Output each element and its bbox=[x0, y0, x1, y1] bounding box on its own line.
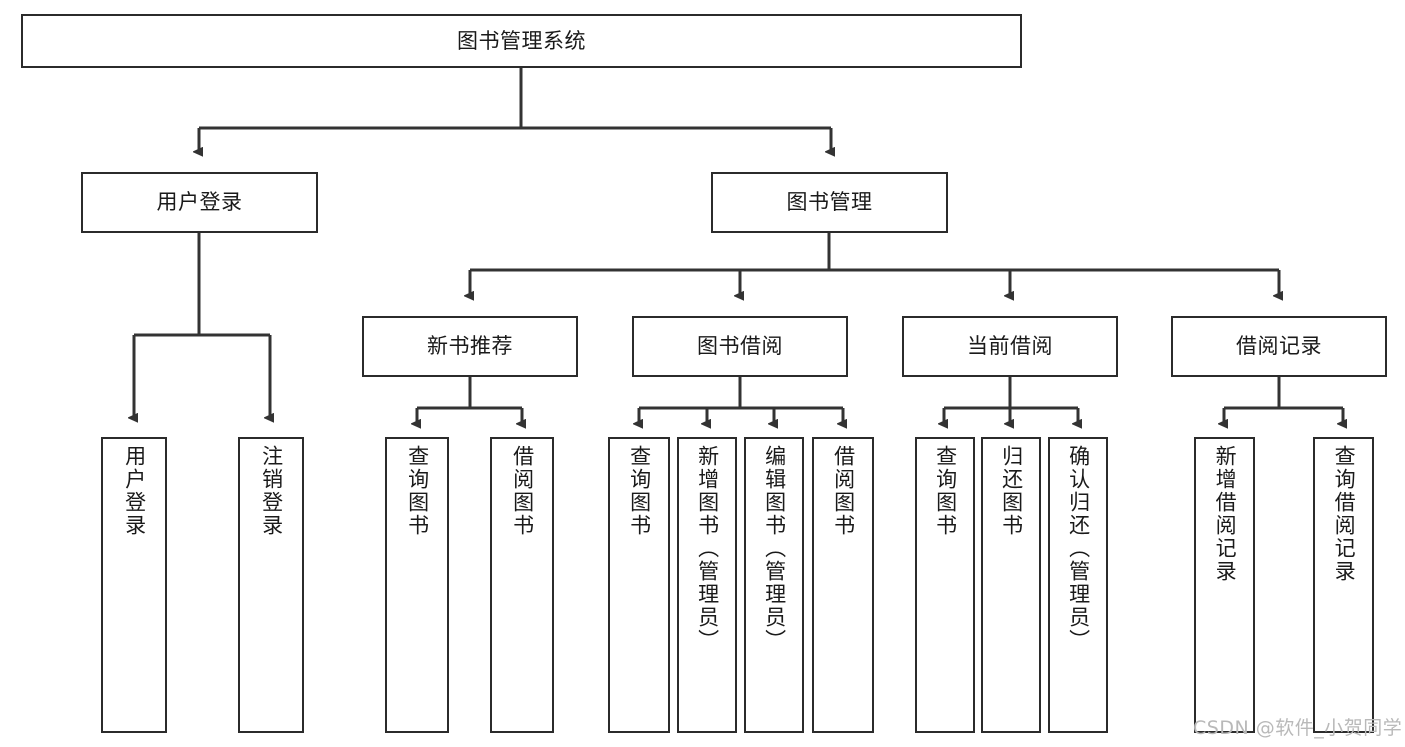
node-label: 图书管理系统 bbox=[457, 28, 586, 53]
node-root-system[interactable]: 图书管理系统 bbox=[21, 14, 1022, 68]
node-label: 借阅记录 bbox=[1236, 334, 1322, 359]
node-label: 图书管理 bbox=[786, 190, 873, 215]
leaf-query-book-borrow[interactable]: 查询图书 bbox=[608, 437, 670, 733]
node-book-borrow[interactable]: 图书借阅 bbox=[632, 316, 848, 377]
node-label: 编辑图书（管理员） bbox=[762, 445, 787, 652]
leaf-query-book-recommend[interactable]: 查询图书 bbox=[385, 437, 449, 733]
node-new-book-recommend[interactable]: 新书推荐 bbox=[362, 316, 578, 377]
node-label: 借阅图书 bbox=[510, 445, 535, 537]
node-borrow-record[interactable]: 借阅记录 bbox=[1171, 316, 1387, 377]
leaf-query-book-current[interactable]: 查询图书 bbox=[915, 437, 975, 733]
node-label: 图书借阅 bbox=[697, 334, 783, 359]
leaf-lend-book[interactable]: 借阅图书 bbox=[812, 437, 874, 733]
node-label: 新增图书（管理员） bbox=[695, 445, 720, 652]
leaf-confirm-return-admin[interactable]: 确认归还（管理员） bbox=[1048, 437, 1108, 733]
leaf-return-book[interactable]: 归还图书 bbox=[981, 437, 1041, 733]
node-label: 查询图书 bbox=[933, 445, 958, 537]
node-label: 新书推荐 bbox=[427, 334, 513, 359]
leaf-borrow-book-recommend[interactable]: 借阅图书 bbox=[490, 437, 554, 733]
node-label: 归还图书 bbox=[999, 445, 1024, 537]
node-user-login[interactable]: 用户登录 bbox=[81, 172, 318, 233]
leaf-add-book-admin[interactable]: 新增图书（管理员） bbox=[677, 437, 737, 733]
node-label: 查询图书 bbox=[405, 445, 430, 537]
node-label: 用户登录 bbox=[122, 445, 147, 537]
node-current-borrow[interactable]: 当前借阅 bbox=[902, 316, 1118, 377]
node-label: 用户登录 bbox=[156, 190, 243, 215]
node-label: 新增借阅记录 bbox=[1213, 445, 1238, 583]
node-label: 注销登录 bbox=[259, 445, 284, 537]
leaf-edit-book-admin[interactable]: 编辑图书（管理员） bbox=[744, 437, 804, 733]
node-label: 当前借阅 bbox=[967, 334, 1053, 359]
node-book-management[interactable]: 图书管理 bbox=[711, 172, 948, 233]
node-label: 借阅图书 bbox=[831, 445, 856, 537]
node-label: 确认归还（管理员） bbox=[1066, 445, 1091, 652]
leaf-user-logout[interactable]: 注销登录 bbox=[238, 437, 304, 733]
leaf-add-borrow-record[interactable]: 新增借阅记录 bbox=[1194, 437, 1255, 733]
leaf-query-borrow-record[interactable]: 查询借阅记录 bbox=[1313, 437, 1374, 733]
leaf-user-login[interactable]: 用户登录 bbox=[101, 437, 167, 733]
node-label: 查询借阅记录 bbox=[1332, 445, 1357, 583]
node-label: 查询图书 bbox=[627, 445, 652, 537]
